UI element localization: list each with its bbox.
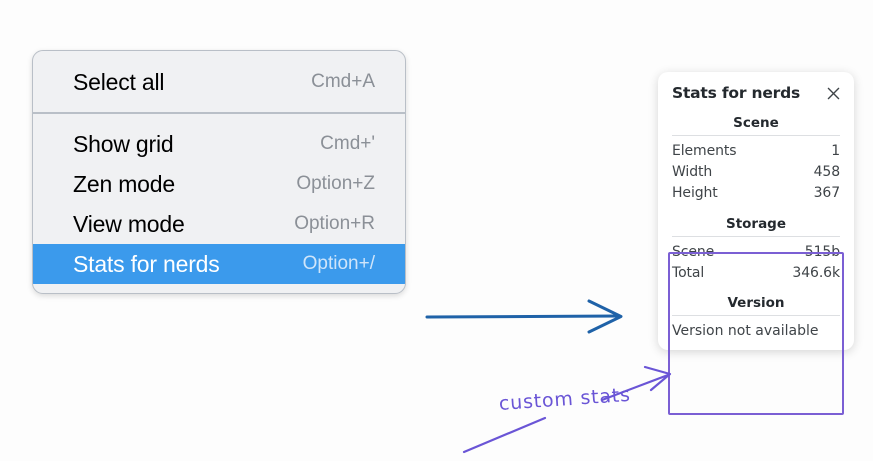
- menu-item-label: Show grid: [73, 130, 174, 157]
- purple-underline-stroke: [462, 416, 547, 454]
- stat-value: 1: [831, 142, 840, 159]
- section-divider: [672, 135, 840, 136]
- menu-item-zen-mode[interactable]: Zen mode Option+Z: [33, 164, 405, 204]
- stats-for-nerds-panel: Stats for nerds Scene Elements 1 Width 4…: [658, 72, 854, 350]
- stat-row: Scene 515b: [672, 241, 840, 262]
- blue-arrow-menu-to-panel: [425, 299, 623, 334]
- stat-key: Width: [672, 163, 713, 180]
- section-scene: Scene Elements 1 Width 458 Height 367: [658, 114, 854, 203]
- stat-value: 367: [813, 184, 841, 201]
- menu-item-shortcut: Option+/: [302, 253, 375, 274]
- menu-item-shortcut: Cmd+': [320, 133, 375, 154]
- stat-key: Total: [672, 264, 705, 281]
- stat-value: 346.6k: [792, 264, 840, 281]
- menu-group-1: Select all Cmd+A: [33, 51, 405, 114]
- section-storage: Storage Scene 515b Total 346.6k: [658, 203, 854, 283]
- menu-group-2: Show grid Cmd+' Zen mode Option+Z View m…: [33, 114, 405, 293]
- stat-key: Elements: [672, 142, 737, 159]
- menu-item-stats-for-nerds[interactable]: Stats for nerds Option+/: [33, 244, 405, 284]
- stat-row: Elements 1: [672, 140, 840, 161]
- panel-header: Stats for nerds: [658, 84, 854, 102]
- section-title: Scene: [733, 115, 779, 131]
- menu-item-view-mode[interactable]: View mode Option+R: [33, 204, 405, 244]
- menu-item-shortcut: Option+Z: [296, 173, 375, 194]
- stat-key: Height: [672, 184, 718, 201]
- section-divider: [672, 236, 840, 237]
- menu-item-label: View mode: [73, 210, 185, 237]
- close-icon[interactable]: [825, 85, 842, 102]
- menu-item-select-all[interactable]: Select all Cmd+A: [33, 62, 405, 102]
- section-title: Storage: [725, 216, 787, 232]
- stat-key: Scene: [672, 243, 715, 260]
- menu-item-label: Stats for nerds: [73, 250, 220, 277]
- section-version: Version Version not available: [658, 283, 854, 340]
- menu-item-label: Select all: [73, 68, 165, 95]
- stat-value: 515b: [804, 243, 840, 260]
- stat-row: Total 346.6k: [672, 262, 840, 283]
- menu-item-show-grid[interactable]: Show grid Cmd+': [33, 124, 405, 164]
- stat-row: Width 458: [672, 161, 840, 182]
- handwritten-annotation-label: custom stats: [498, 383, 632, 415]
- menu-item-label: Zen mode: [73, 170, 175, 197]
- menu-item-shortcut: Option+R: [294, 213, 375, 234]
- section-title: Version: [727, 295, 785, 311]
- menu-item-shortcut: Cmd+A: [311, 71, 375, 92]
- version-value: Version not available: [672, 323, 819, 339]
- section-divider: [672, 315, 840, 316]
- panel-title: Stats for nerds: [672, 84, 801, 102]
- context-menu[interactable]: Select all Cmd+A Show grid Cmd+' Zen mod…: [32, 50, 406, 294]
- stat-value: 458: [813, 163, 841, 180]
- stat-row: Height 367: [672, 182, 840, 203]
